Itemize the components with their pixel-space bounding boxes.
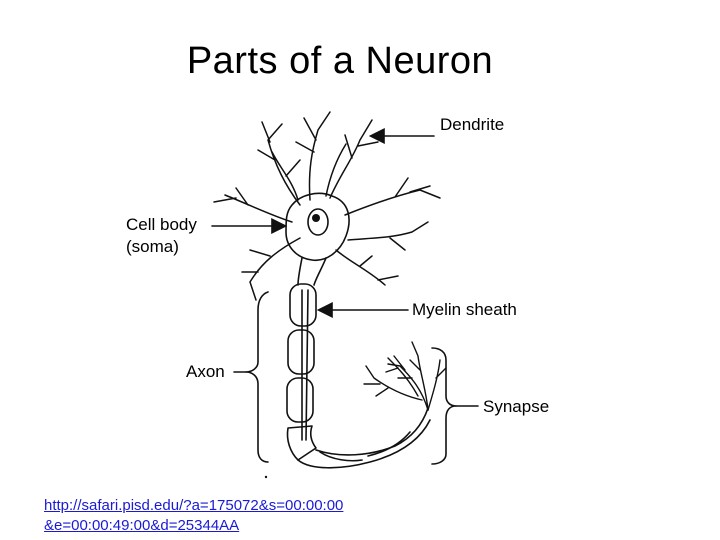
nucleus: [307, 208, 329, 236]
source-link-line1: http://safari.pisd.edu/?a=175072&s=00:00…: [44, 497, 344, 514]
label-synapse: Synapse: [483, 397, 550, 416]
cell-body: [285, 192, 350, 261]
source-link[interactable]: http://safari.pisd.edu/?a=175072&s=00:00…: [44, 496, 343, 536]
axon-line: [301, 289, 309, 441]
axon-terminals: [363, 341, 447, 411]
label-myelin-sheath: Myelin sheath: [412, 300, 517, 319]
dendrites: [213, 111, 441, 301]
nucleolus: [312, 214, 320, 222]
myelin-segments: [286, 283, 317, 461]
slide-title: Parts of a Neuron: [186, 40, 494, 82]
axon-sheath-tail: [319, 431, 411, 462]
axon-bracket: [245, 291, 269, 463]
label-dendrite: Dendrite: [440, 115, 505, 134]
synapse-bracket: [431, 347, 457, 465]
axon-hillock: [297, 257, 327, 286]
label-cell-body-line1: Cell body: [126, 215, 197, 234]
axon-curve: [297, 407, 431, 469]
label-cell-body-line2: (soma): [126, 237, 179, 256]
source-link-line2: &e=00:00:49:00&d=25344AA: [44, 517, 240, 534]
stray-dot: [264, 475, 268, 479]
label-axon: Axon: [186, 362, 225, 381]
